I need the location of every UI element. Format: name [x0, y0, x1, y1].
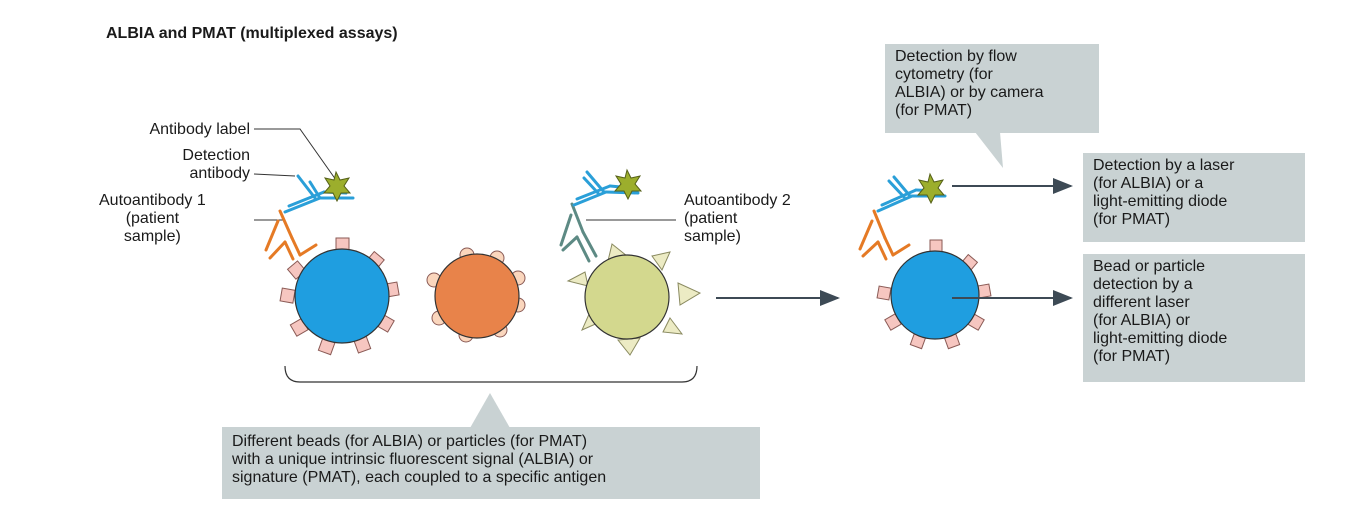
beads-bracket	[284, 365, 698, 383]
bead-blue	[294, 248, 390, 344]
beads-description-line-1: Different beads (for ALBIA) or particles…	[232, 433, 588, 450]
detected-label-star	[916, 172, 946, 205]
laser-detection-callout: Detection by a laser (for ALBIA) or a li…	[1083, 153, 1305, 242]
diagram-title: ALBIA and PMAT (multiplexed assays)	[106, 25, 398, 42]
bead-2	[426, 247, 526, 343]
flow-detection-line-4: (for PMAT)	[895, 102, 973, 119]
bead-olive	[584, 254, 670, 340]
detected-bead	[876, 239, 992, 350]
bead-detection-line-2: detection by a	[1093, 276, 1193, 293]
autoantibody-1-line-3: sample)	[123, 228, 181, 245]
autoantibody-1-line-1: Autoantibody 1	[99, 192, 206, 209]
bead-detection-callout: Bead or particle detection by a differen…	[1083, 254, 1305, 382]
bead-orange	[434, 253, 520, 339]
autoantibody-1	[264, 209, 318, 261]
detected-bead-blue	[890, 250, 980, 340]
autoantibody-2-line-3: sample)	[684, 228, 741, 245]
detection-antibody-leader	[253, 173, 296, 177]
flow-callout-pointer	[975, 132, 1003, 168]
leader-lines	[253, 128, 676, 221]
bead-detection-line-6: (for PMAT)	[1093, 348, 1171, 365]
autoantibody-2	[559, 202, 598, 263]
detection-antibody-label: Detection antibody	[60, 147, 250, 183]
antibody-label-star-2	[613, 168, 643, 201]
detection-antibody-line-2: antibody	[189, 165, 251, 182]
flow-detection-line-1: Detection by flow	[895, 48, 1017, 65]
bead-detection-line-1: Bead or particle	[1093, 258, 1206, 275]
bead-detection-line-4: (for ALBIA) or	[1093, 312, 1190, 329]
flow-detection-line-3: ALBIA) or by camera	[895, 84, 1044, 101]
laser-detection-line-3: light-emitting diode	[1093, 193, 1228, 210]
autoantibody-2-label: Autoantibody 2 (patient sample)	[684, 192, 791, 246]
autoantibody-2-line-2: (patient	[684, 210, 738, 227]
bead-1	[279, 237, 400, 356]
laser-detection-line-1: Detection by a laser	[1093, 157, 1235, 174]
bead-detection-line-3: different laser	[1093, 294, 1190, 311]
flow-detection-line-2: cytometry (for	[895, 66, 993, 83]
detection-antibody-line-1: Detection	[182, 147, 250, 164]
flow-detection-callout: Detection by flow cytometry (for ALBIA) …	[885, 44, 1099, 133]
laser-detection-line-4: (for PMAT)	[1093, 211, 1171, 228]
antibody-label-leader	[254, 128, 337, 181]
autoantibody-1-line-2: (patient	[125, 210, 180, 227]
beads-description-line-2: with a unique intrinsic fluorescent sign…	[232, 451, 594, 468]
autoantibody-2-line-1: Autoantibody 2	[684, 192, 791, 209]
antibody-label-text: Antibody label	[149, 121, 250, 138]
bead-3	[566, 243, 702, 356]
antibody-label-star	[322, 170, 352, 203]
beads-callout-pointer	[470, 393, 510, 428]
detected-autoantibody	[858, 209, 911, 261]
beads-description-callout: Different beads (for ALBIA) or particles…	[222, 427, 760, 499]
bead-detection-line-5: light-emitting diode	[1093, 330, 1228, 347]
beads-description-line-3: signature (PMAT), each coupled to a spec…	[232, 469, 607, 486]
autoantibody-1-label: Autoantibody 1 (patient sample)	[99, 192, 206, 246]
laser-detection-line-2: (for ALBIA) or a	[1093, 175, 1204, 192]
